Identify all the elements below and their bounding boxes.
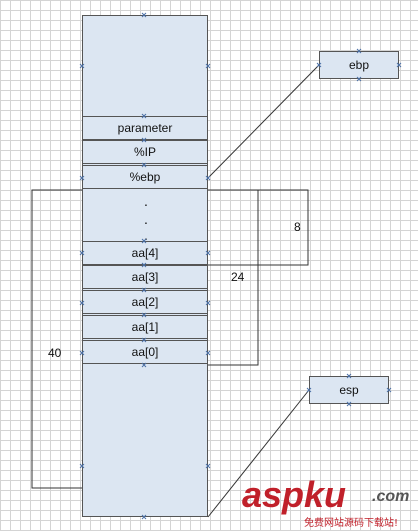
ellipsis-dot: . (144, 193, 148, 209)
watermark: aspku .com 免费网站源码下载站! (242, 474, 414, 530)
watermark-subtitle: 免费网站源码下载站! (304, 518, 399, 529)
offset-label-8: 8 (294, 220, 301, 234)
offset-label-24: 24 (231, 270, 245, 284)
ebp-pointer-line (207, 64, 320, 179)
offset-label-40: 40 (48, 346, 62, 360)
stack-cell-parameter: parameter (82, 116, 208, 140)
offset-24-bracket (208, 189, 259, 366)
watermark-brand: aspku (242, 474, 347, 515)
ellipsis-dot: . (144, 227, 148, 243)
watermark-domain: .com (372, 488, 410, 505)
esp-pointer-line (207, 389, 310, 518)
offset-40-bracket (31, 189, 82, 489)
ellipsis-dot: . (144, 211, 148, 227)
stack-cell-ebp: %ebp (82, 165, 208, 189)
